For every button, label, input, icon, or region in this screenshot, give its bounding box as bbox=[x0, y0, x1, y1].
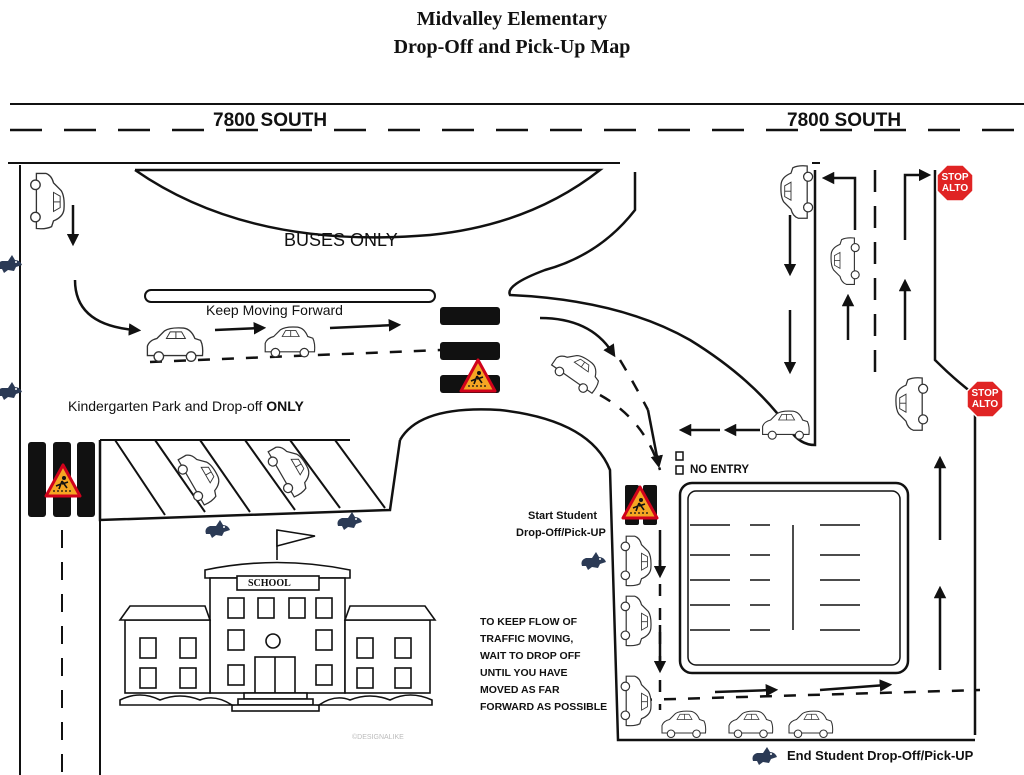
street-label-left: 7800 SOUTH bbox=[213, 110, 328, 131]
car-icon-16 bbox=[788, 710, 834, 739]
car-icon-12 bbox=[620, 595, 652, 647]
car-icon-14 bbox=[661, 710, 707, 739]
flow-note-line: TRAFFIC MOVING, bbox=[480, 633, 574, 645]
husky-mascot-icon-6 bbox=[752, 747, 777, 765]
car-icon-9 bbox=[895, 377, 929, 431]
husky-mascot-icon-2 bbox=[0, 382, 22, 400]
start-label-line1: Start Student bbox=[528, 510, 598, 522]
car-icon-10 bbox=[762, 410, 810, 440]
no-entry-label: NO ENTRY bbox=[690, 464, 749, 476]
map-title-line1: Midvalley Elementary bbox=[416, 8, 608, 30]
stop-sign-line1: STOP bbox=[941, 172, 969, 183]
keep-moving-label: Keep Moving Forward bbox=[206, 302, 343, 318]
car-icon-8 bbox=[830, 237, 860, 285]
street-label-right: 7800 SOUTH bbox=[787, 110, 902, 131]
husky-mascot-icon-5 bbox=[581, 552, 606, 570]
husky-mascot-icon-4 bbox=[337, 512, 362, 530]
car-icon-7 bbox=[780, 165, 814, 219]
crosswalk-sign-icon-2 bbox=[44, 463, 82, 498]
car-icon-1 bbox=[30, 172, 65, 230]
flow-note-line: UNTIL YOU HAVE bbox=[480, 667, 568, 679]
school-building-icon bbox=[118, 529, 437, 712]
kindergarten-text: Kindergarten Park and Drop-off bbox=[68, 398, 267, 414]
car-icon-6 bbox=[262, 438, 318, 501]
end-label: End Student Drop-Off/Pick-UP bbox=[787, 748, 974, 763]
car-icon-2 bbox=[146, 327, 204, 362]
car-icon-15 bbox=[728, 710, 774, 739]
stop-sign-line2: ALTO bbox=[971, 399, 999, 410]
school-sign-text: SCHOOL bbox=[248, 578, 291, 589]
flow-note: TO KEEP FLOW OF TRAFFIC MOVING, WAIT TO … bbox=[480, 614, 607, 716]
car-icon-13 bbox=[620, 675, 652, 727]
flow-note-line: WAIT TO DROP OFF bbox=[480, 650, 581, 662]
stop-sign-icon: STOP ALTO bbox=[936, 164, 974, 202]
car-icon-11 bbox=[620, 535, 652, 587]
flow-note-line: FORWARD AS POSSIBLE bbox=[480, 701, 608, 713]
start-label-line2: Drop-Off/Pick-UP bbox=[516, 527, 606, 539]
stop-sign-line2: ALTO bbox=[941, 183, 969, 194]
kindergarten-only: ONLY bbox=[266, 398, 304, 414]
flow-note-line: TO KEEP FLOW OF bbox=[480, 616, 578, 628]
stop-sign-icon: STOP ALTO bbox=[966, 380, 1004, 418]
watermark: ©DESIGNALIKE bbox=[352, 734, 404, 741]
kindergarten-label: Kindergarten Park and Drop-off ONLY bbox=[68, 398, 304, 414]
husky-mascot-icon-1 bbox=[0, 255, 22, 273]
flow-note-line: MOVED AS FAR bbox=[480, 684, 560, 696]
husky-mascot-icon-3 bbox=[205, 520, 230, 538]
stop-sign-line1: STOP bbox=[971, 388, 999, 399]
car-icon-4 bbox=[548, 343, 607, 399]
buses-only-label: BUSES ONLY bbox=[284, 230, 398, 250]
car-icon-3 bbox=[264, 326, 316, 358]
map-title-line2: Drop-Off and Pick-Up Map bbox=[393, 36, 631, 58]
